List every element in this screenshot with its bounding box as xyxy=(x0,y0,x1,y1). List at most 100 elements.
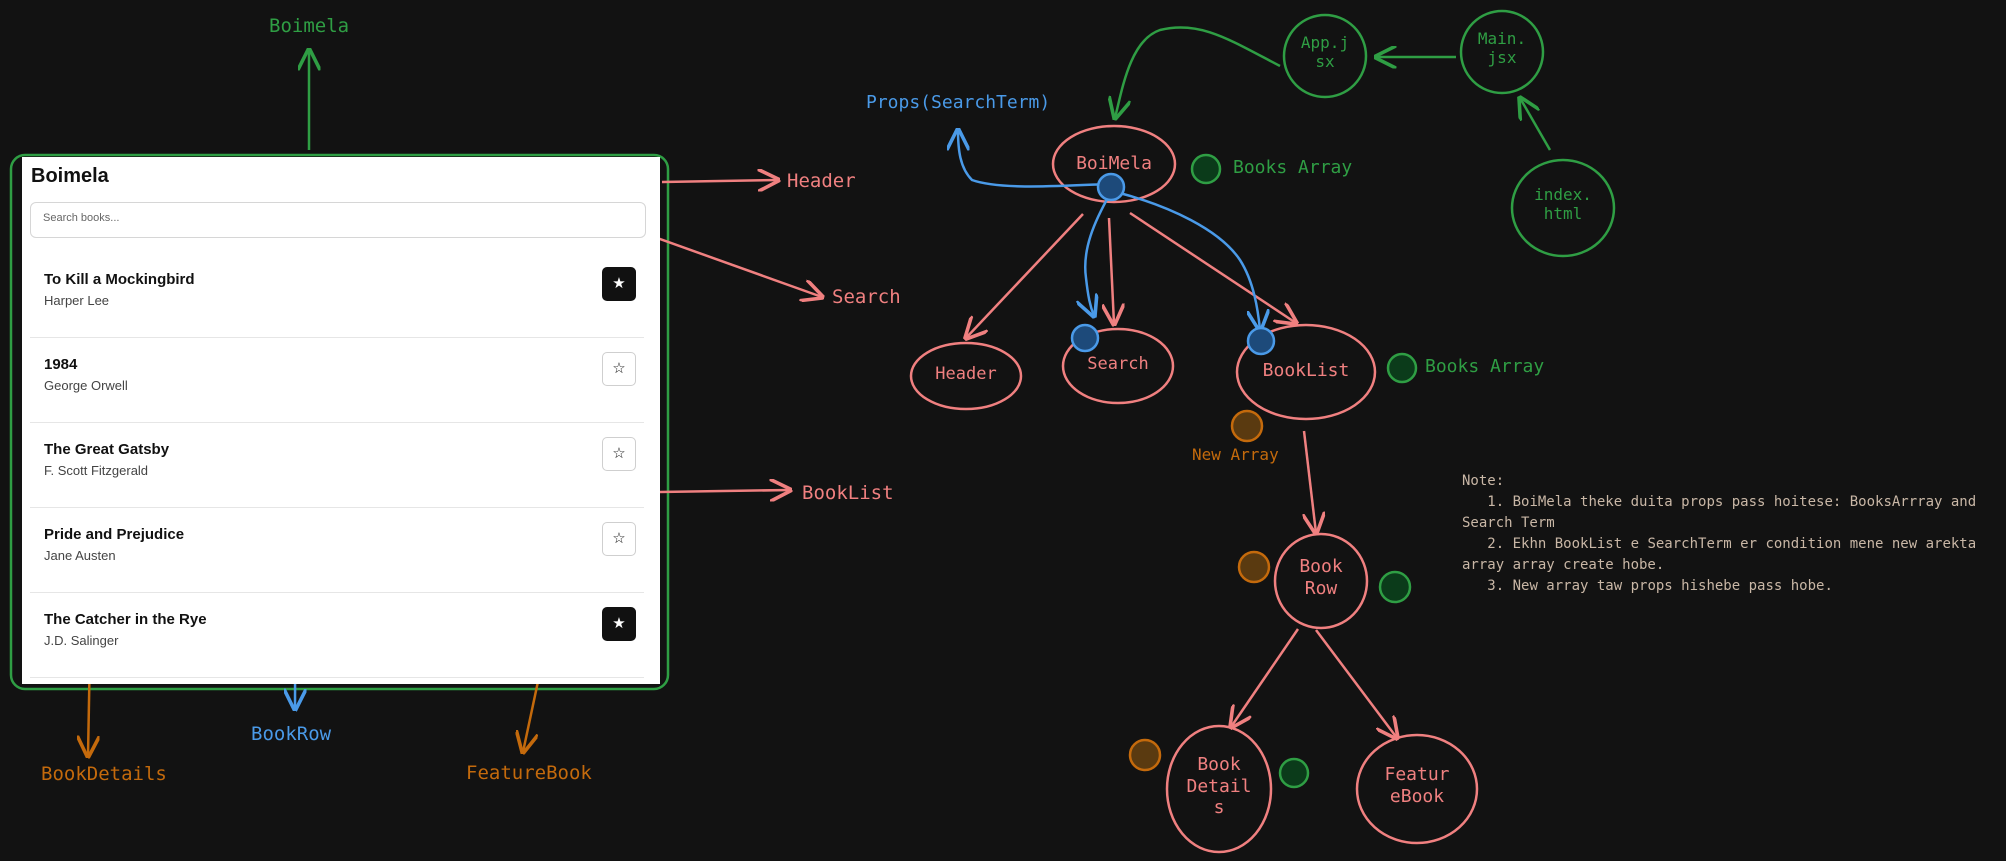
bookrow-line2: Row xyxy=(1304,577,1338,599)
search-node-label: Search xyxy=(1087,354,1149,374)
note-block: Note: 1. BoiMela theke duita props pass … xyxy=(1462,471,2002,597)
props-searchterm-arrow xyxy=(958,130,1109,188)
boimela-to-header-edge xyxy=(966,213,1084,338)
feature-button[interactable]: ☆ xyxy=(602,437,636,471)
book-list: To Kill a Mockingbird Harper Lee ★ 1984 … xyxy=(30,253,644,678)
featurebook-line2: eBook xyxy=(1389,785,1445,807)
search-node: Search xyxy=(1068,354,1168,374)
main-jsx-line1: Main. xyxy=(1477,29,1527,48)
feature-button[interactable]: ★ xyxy=(602,607,636,641)
star-icon: ★ xyxy=(612,615,626,632)
book-row: The Great Gatsby F. Scott Fitzgerald ☆ xyxy=(30,423,644,508)
boimela-to-search-edge xyxy=(1109,217,1114,324)
props-to-booklist-arrow xyxy=(1115,190,1260,330)
index-html-node-circle xyxy=(1510,158,1616,258)
book-title: The Great Gatsby xyxy=(44,441,170,458)
book-title: 1984 xyxy=(44,356,78,373)
app-to-boimela-arrow xyxy=(1115,26,1281,118)
book-title: The Catcher in the Rye xyxy=(44,611,207,628)
star-icon: ★ xyxy=(612,275,626,292)
label-search: Search xyxy=(832,286,901,308)
booklist-node-circle xyxy=(1235,323,1377,421)
boimela-app-mockup: Boimela Search books... To Kill a Mockin… xyxy=(22,157,660,684)
book-author: George Orwell xyxy=(44,378,128,393)
book-row: 1984 George Orwell ☆ xyxy=(30,338,644,423)
bookrow-to-featurebook-edge xyxy=(1315,629,1397,738)
index-html-line1: index. xyxy=(1534,185,1592,204)
bookdetails-line2: Detail xyxy=(1186,775,1252,797)
header-node: Header xyxy=(916,364,1016,384)
boimela-outline xyxy=(9,153,670,691)
search-prop-dot xyxy=(1070,323,1100,353)
bookrow-green-dot xyxy=(1378,570,1412,604)
label-bookdetails: BookDetails xyxy=(41,763,167,785)
books-array-dot-2 xyxy=(1386,352,1418,384)
star-icon: ☆ xyxy=(612,360,626,377)
bookdetails-green-dot xyxy=(1278,757,1310,789)
feature-button[interactable]: ☆ xyxy=(602,522,636,556)
boimela-to-booklist-edge xyxy=(1129,211,1296,323)
note-heading: Note: xyxy=(1462,473,1505,489)
bookdetails-node-circle xyxy=(1165,724,1273,854)
feature-button[interactable]: ★ xyxy=(602,267,636,301)
bookrow-orange-dot xyxy=(1237,550,1271,584)
bookrow-to-bookdetails-edge xyxy=(1231,628,1300,727)
booklist-to-bookrow-edge xyxy=(1304,430,1316,533)
books-array-label-2: Books Array xyxy=(1425,356,1545,377)
app-title: Boimela xyxy=(31,165,109,187)
search-input[interactable]: Search books... xyxy=(30,202,646,238)
bookrow-line1: Book xyxy=(1299,556,1343,577)
app-jsx-line1: App.j xyxy=(1300,33,1350,52)
bookdetails-line1: Book xyxy=(1197,754,1241,775)
new-array-label: New Array xyxy=(1192,445,1279,464)
book-author: Harper Lee xyxy=(44,293,110,308)
boimela-node-circle xyxy=(1051,124,1177,204)
book-author: F. Scott Fitzgerald xyxy=(44,463,149,478)
app-jsx-line2: sx xyxy=(1315,52,1335,72)
search-node-circle xyxy=(1061,327,1175,405)
app-jsx-node: App.j sx xyxy=(1290,33,1360,71)
index-to-main-arrow xyxy=(1520,98,1552,151)
book-title: To Kill a Mockingbird xyxy=(44,271,195,288)
bookdetails-node: Book Detail s xyxy=(1179,754,1259,819)
app-jsx-node-circle xyxy=(1282,13,1368,99)
booklist-prop-dot xyxy=(1246,326,1276,356)
label-bookrow: BookRow xyxy=(251,723,332,745)
book-title: Pride and Prejudice xyxy=(44,526,185,543)
header-arrow xyxy=(661,180,778,182)
header-node-label: Header xyxy=(935,364,997,384)
book-row: Pride and Prejudice Jane Austen ☆ xyxy=(30,508,644,593)
featurebook-line1: Featur xyxy=(1384,764,1450,785)
books-array-label-1: Books Array xyxy=(1233,157,1353,178)
boimela-node: BoiMela xyxy=(1064,153,1164,175)
main-jsx-node-circle xyxy=(1459,9,1545,95)
header-node-circle xyxy=(909,341,1023,411)
bookdetails-orange-dot xyxy=(1128,738,1162,772)
book-author: Jane Austen xyxy=(44,548,116,563)
featurebook-node: Featur eBook xyxy=(1367,764,1467,807)
label-featurebook: FeatureBook xyxy=(466,762,592,784)
note-line: 1. BoiMela theke duita props pass hoites… xyxy=(1462,494,1985,531)
books-array-dot-1 xyxy=(1190,153,1222,185)
label-header: Header xyxy=(787,170,856,192)
label-booklist: BookList xyxy=(802,482,894,504)
book-author: J.D. Salinger xyxy=(44,633,119,648)
label-boimela: Boimela xyxy=(269,15,350,37)
boimela-node-label: BoiMela xyxy=(1076,153,1152,174)
feature-button[interactable]: ☆ xyxy=(602,352,636,386)
main-jsx-node: Main. jsx xyxy=(1467,29,1537,67)
star-icon: ☆ xyxy=(612,445,626,462)
booklist-node-label: BookList xyxy=(1262,360,1350,381)
bookrow-node: Book Row xyxy=(1281,556,1361,599)
main-jsx-line2: jsx xyxy=(1487,48,1517,68)
note-line: 2. Ekhn BookList e SearchTerm er conditi… xyxy=(1462,536,1985,573)
index-html-node: index. html xyxy=(1523,185,1603,223)
book-row: The Catcher in the Rye J.D. Salinger ★ xyxy=(30,593,644,678)
bookdetails-line3: s xyxy=(1213,797,1225,819)
book-row: To Kill a Mockingbird Harper Lee ★ xyxy=(30,253,644,338)
star-icon: ☆ xyxy=(612,530,626,547)
booklist-node: BookList xyxy=(1246,360,1366,382)
new-array-dot xyxy=(1230,409,1264,443)
props-to-search-arrow xyxy=(1085,193,1112,316)
index-html-line2: html xyxy=(1543,204,1583,224)
